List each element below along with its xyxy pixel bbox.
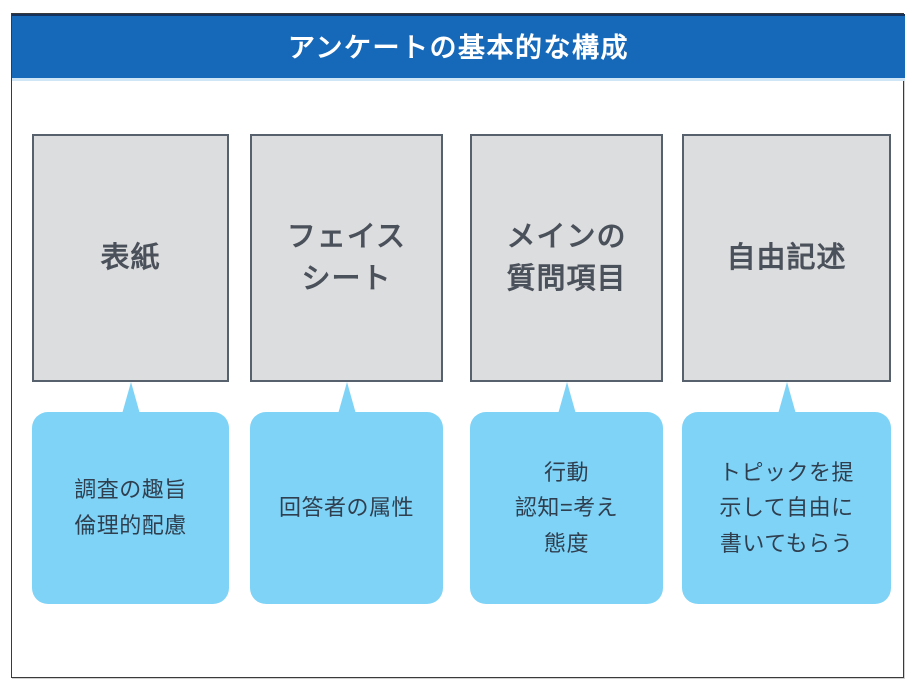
document-box-4[interactable]: 自由記述 [682,134,891,382]
callout-text-2: 回答者の属性 [278,495,414,521]
slide-title-banner: アンケートの基本的な構成 [12,14,905,81]
document-box-2[interactable]: フェイス シート [250,134,443,382]
callout-box-3[interactable]: 行動 認知=考え 態度 [470,412,663,604]
slide-canvas: アンケートの基本的な構成 表紙 調査の趣旨 倫理的配慮 フェイス シート 回答者… [11,13,905,679]
document-box-label-2: フェイス シート [286,220,407,295]
callout-tail-3 [557,382,576,414]
diagram-column-1: 表紙 調査の趣旨 倫理的配慮 [32,81,229,679]
diagram-stage: 表紙 調査の趣旨 倫理的配慮 フェイス シート 回答者の属性 メインの 質問項目 [12,81,905,679]
callout-tail-1 [121,382,140,414]
document-box-1[interactable]: 表紙 [32,134,229,382]
callout-text-4: トピックを提 示して自由に 書いてもらう [718,459,854,556]
callout-text-3: 行動 認知=考え 態度 [514,459,619,556]
document-box-label-1: 表紙 [100,241,161,274]
slide-title: アンケートの基本的な構成 [288,33,629,63]
document-box-label-3: メインの 質問項目 [506,220,627,295]
callout-text-1: 調査の趣旨 倫理的配慮 [74,477,187,538]
diagram-column-3: メインの 質問項目 行動 認知=考え 態度 [470,81,663,679]
callout-box-2[interactable]: 回答者の属性 [250,412,443,604]
callout-box-4[interactable]: トピックを提 示して自由に 書いてもらう [682,412,891,604]
callout-tail-2 [337,382,356,414]
document-box-label-4: 自由記述 [726,241,847,274]
callout-box-1[interactable]: 調査の趣旨 倫理的配慮 [32,412,229,604]
diagram-column-2: フェイス シート 回答者の属性 [250,81,443,679]
callout-tail-4 [777,382,796,414]
document-box-3[interactable]: メインの 質問項目 [470,134,663,382]
diagram-column-4: 自由記述 トピックを提 示して自由に 書いてもらう [682,81,891,679]
